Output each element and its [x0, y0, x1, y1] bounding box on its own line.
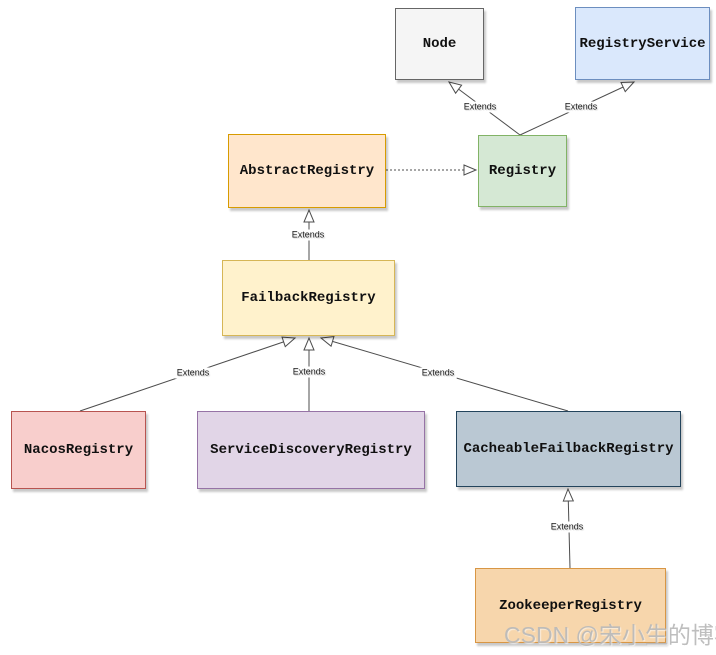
class-box-failback-registry: FailbackRegistry [222, 260, 395, 336]
class-name-label: CacheableFailbackRegistry [463, 441, 674, 457]
edge-label-extends-cacheable: Extends [419, 367, 457, 379]
class-box-nacos-registry: NacosRegistry [11, 411, 146, 489]
class-name-label: NacosRegistry [23, 442, 134, 458]
class-name-label: FailbackRegistry [241, 290, 376, 306]
edge-label-extends-abstract: Extends [289, 229, 327, 241]
class-box-cacheable-failback-registry: CacheableFailbackRegistry [456, 411, 681, 487]
class-box-abstract-registry: AbstractRegistry [228, 134, 386, 208]
edge-label-extends-registry-service: Extends [562, 101, 600, 113]
class-name-label: Registry [488, 163, 557, 179]
class-box-registry-service: RegistryService [575, 7, 710, 80]
class-name-label: AbstractRegistry [239, 163, 375, 179]
class-name-label: RegistryService [579, 35, 706, 52]
edge-label-extends-node: Extends [461, 101, 499, 113]
edge-label-extends-zookeeper: Extends [548, 521, 586, 533]
class-box-registry: Registry [478, 135, 567, 207]
class-name-label: Node [422, 36, 457, 52]
class-box-node: Node [395, 8, 484, 80]
edge-label-extends-service-discovery: Extends [290, 366, 328, 378]
csdn-watermark: CSDN @宋小生的博客 [504, 622, 716, 648]
class-box-service-discovery-registry: ServiceDiscoveryRegistry [197, 411, 425, 489]
edge-label-extends-nacos: Extends [174, 367, 212, 379]
class-name-label: ServiceDiscoveryRegistry [210, 442, 412, 458]
class-box-zookeeper-registry: ZookeeperRegistry [475, 568, 666, 643]
class-name-label: ZookeeperRegistry [499, 597, 642, 614]
